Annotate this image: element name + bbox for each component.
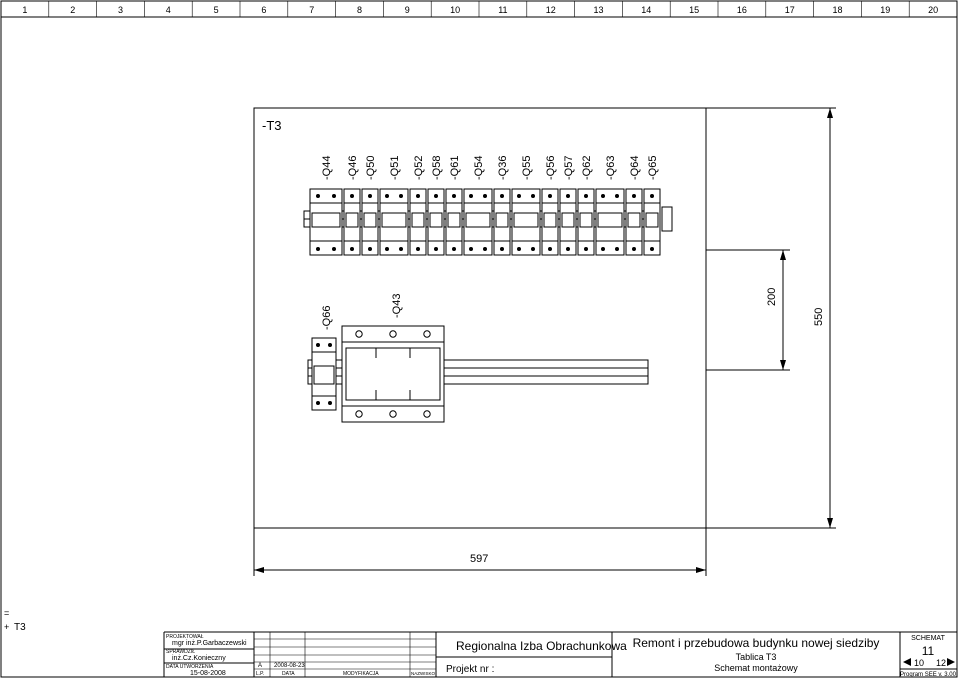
enclosure-outline xyxy=(253,107,707,529)
schemat-label: SCHEMAT xyxy=(911,635,945,642)
ruler-col-9: 9 xyxy=(405,5,410,15)
ruler-col-1: 1 xyxy=(22,5,27,15)
label-q62: -Q62 xyxy=(581,156,593,180)
device-q66 xyxy=(311,337,337,411)
device-q46 xyxy=(343,188,361,256)
dim-inner-height-text: 200 xyxy=(766,288,778,306)
col-naz: NAZWISKO xyxy=(411,671,436,676)
next-page-number[interactable]: 12 xyxy=(936,658,946,668)
dimension-inner-height xyxy=(706,249,790,371)
sprawdzil-label: SPRAWDZIŁ xyxy=(166,649,195,655)
label-q51: -Q51 xyxy=(389,156,401,180)
device-q61 xyxy=(445,188,463,256)
dimension-width xyxy=(253,528,707,576)
device-q62 xyxy=(577,188,595,256)
next-page-arrow[interactable] xyxy=(947,658,955,666)
label-q55: -Q55 xyxy=(521,156,533,180)
location-tag: T3 xyxy=(14,622,26,633)
projekt-label: Projekt nr : xyxy=(446,664,494,675)
label-q64: -Q64 xyxy=(629,156,641,180)
device-q36 xyxy=(493,188,511,256)
sheet-desc: Schemat montażowy xyxy=(714,663,798,673)
label-q63: -Q63 xyxy=(605,156,617,180)
label-q61: -Q61 xyxy=(449,156,461,180)
project-title: Remont i przebudowa budynku nowej siedzi… xyxy=(633,636,880,650)
col-data: DATA xyxy=(282,671,295,677)
label-q56: -Q56 xyxy=(545,156,557,180)
prev-page-arrow[interactable] xyxy=(903,658,911,666)
col-lp: L.P. xyxy=(256,671,264,677)
ruler-col-6: 6 xyxy=(261,5,266,15)
ruler-col-11: 11 xyxy=(498,5,507,15)
location-plus: + xyxy=(4,622,9,632)
program-version: Program SEE v. 3.00 xyxy=(900,672,957,678)
ruler-col-4: 4 xyxy=(166,5,171,15)
label-q54: -Q54 xyxy=(473,156,485,180)
ruler-col-14: 14 xyxy=(641,5,651,15)
device-q64 xyxy=(625,188,643,256)
location-eq: = xyxy=(4,608,9,618)
device-q63 xyxy=(595,188,625,256)
device-q56 xyxy=(541,188,559,256)
data-value: 15-08-2008 xyxy=(190,670,226,677)
client-name: Regionalna Izba Obrachunkowa xyxy=(456,639,627,653)
sheet-number: 11 xyxy=(922,644,935,658)
top-device-row: -Q44 -Q46 -Q50 -Q51 -Q52 -Q58 -Q61 -Q54 -Q36 -Q55… xyxy=(309,156,673,256)
ruler-col-13: 13 xyxy=(593,5,603,15)
ruler-col-10: 10 xyxy=(450,5,460,15)
device-q43 xyxy=(341,325,445,423)
rev-date: 2008-08-23 xyxy=(274,663,305,669)
projektowal-label: PROJEKTOWAŁ xyxy=(166,634,204,640)
prev-page-number[interactable]: 10 xyxy=(914,658,924,668)
label-q50: -Q50 xyxy=(365,156,377,180)
device-q54 xyxy=(463,188,493,256)
ruler-col-7: 7 xyxy=(309,5,314,15)
ruler-col-8: 8 xyxy=(357,5,362,15)
device-q65 xyxy=(643,188,661,256)
device-q55 xyxy=(511,188,541,256)
projektowal-name: mgr inż.P.Garbaczewski xyxy=(172,640,247,647)
label-q58: -Q58 xyxy=(431,156,443,180)
label-q43: -Q43 xyxy=(391,294,403,318)
panel-label: -T3 xyxy=(262,118,282,133)
bottom-rail-body xyxy=(307,359,649,385)
title-block xyxy=(163,631,957,677)
ruler-col-12: 12 xyxy=(546,5,556,15)
rail-end-clamp xyxy=(661,206,673,232)
ruler-col-16: 16 xyxy=(737,5,747,15)
ruler-col-18: 18 xyxy=(832,5,842,15)
ruler-col-20: 20 xyxy=(928,5,938,15)
label-q65: -Q65 xyxy=(647,156,659,180)
ruler-col-3: 3 xyxy=(118,5,123,15)
device-q51 xyxy=(379,188,409,256)
device-q44 xyxy=(309,188,343,256)
device-q57 xyxy=(559,188,577,256)
ruler-col-2: 2 xyxy=(70,5,75,15)
ruler-col-15: 15 xyxy=(689,5,699,15)
data-label: DATA UTWORZENIA xyxy=(166,664,214,670)
ruler-col-17: 17 xyxy=(785,5,795,15)
ruler-col-19: 19 xyxy=(880,5,890,15)
device-q58 xyxy=(427,188,445,256)
label-q57: -Q57 xyxy=(563,156,575,180)
device-q50 xyxy=(361,188,379,256)
sprawdzil-name: inż.Cz.Konieczny xyxy=(172,655,226,662)
label-q46: -Q46 xyxy=(347,156,359,180)
dim-total-height-text: 550 xyxy=(813,308,825,326)
sheet-name: Tablica T3 xyxy=(736,652,777,662)
label-q52: -Q52 xyxy=(413,156,425,180)
label-q36: -Q36 xyxy=(497,156,509,180)
dim-width-text: 597 xyxy=(470,553,488,565)
device-q52 xyxy=(409,188,427,256)
label-q66: -Q66 xyxy=(321,306,333,330)
enclosure-t3: -T3 xyxy=(253,107,707,529)
dimension-total-height xyxy=(706,107,836,529)
ruler-col-5: 5 xyxy=(214,5,219,15)
label-q44: -Q44 xyxy=(321,156,333,180)
col-mod: MODYFIKACJA xyxy=(343,671,379,677)
rev-letter: A xyxy=(258,663,262,669)
